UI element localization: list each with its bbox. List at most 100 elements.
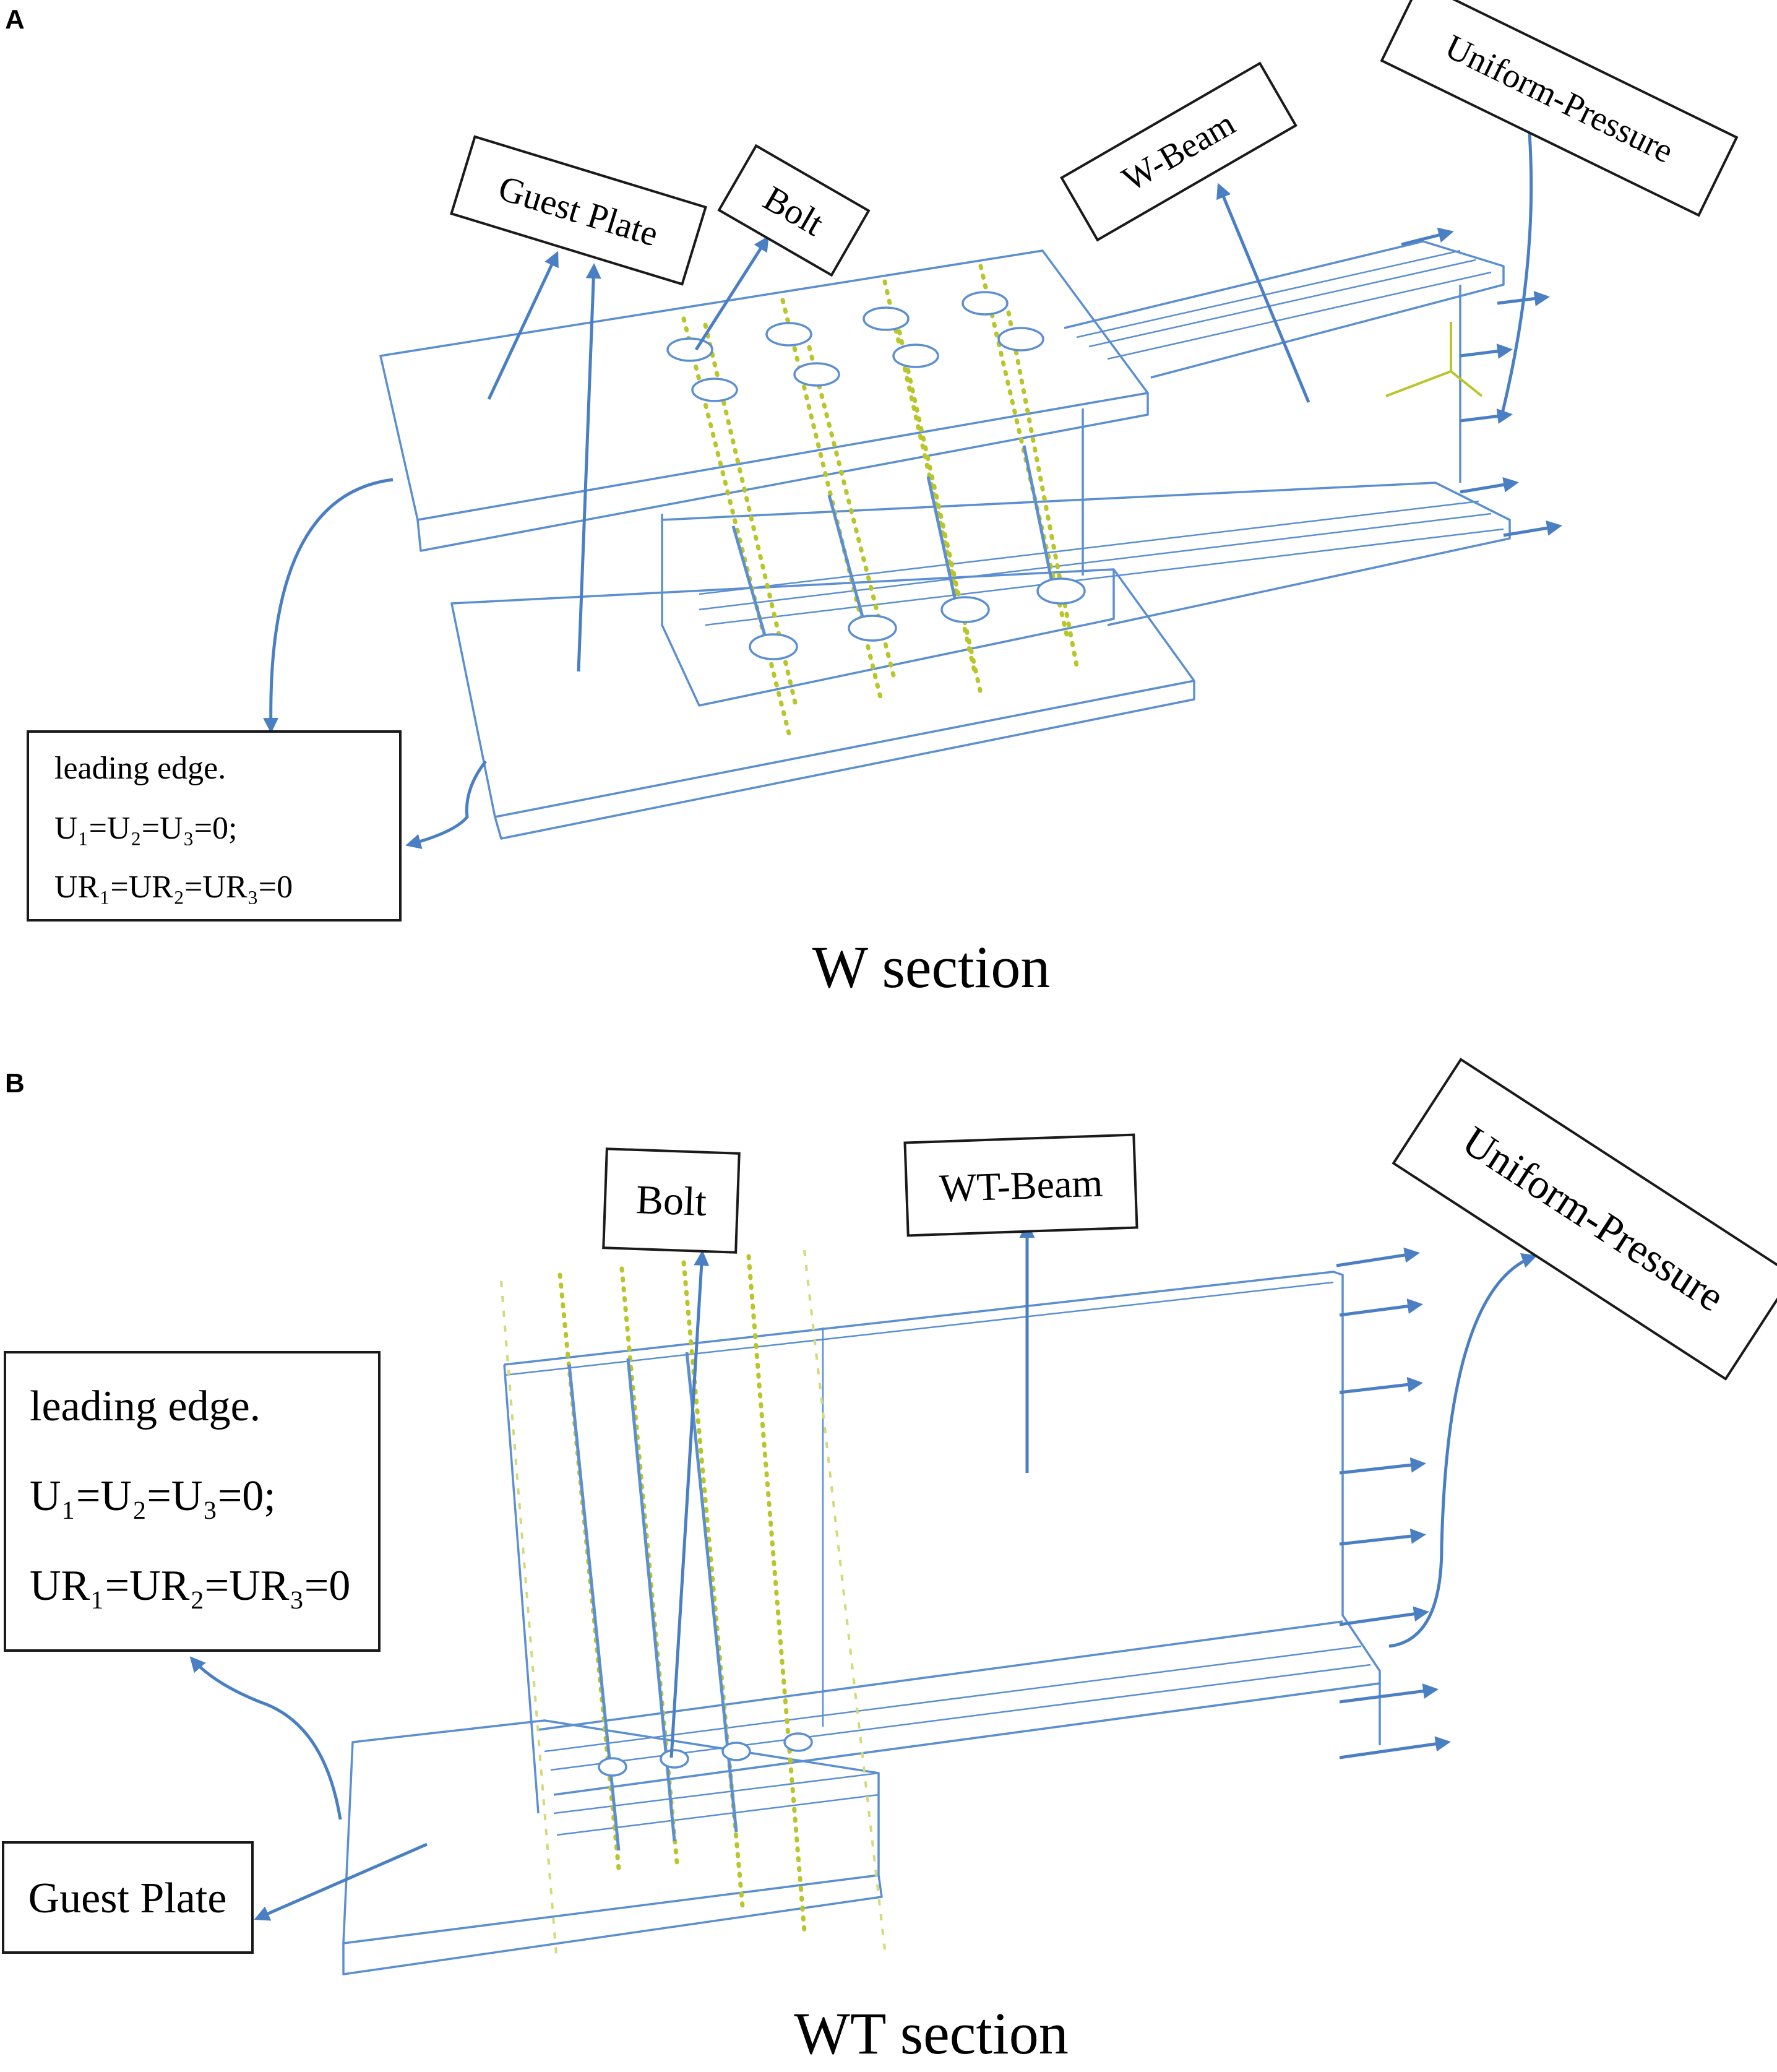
bolt-head — [1036, 577, 1086, 605]
boundary-condition-box-a: leading edge. U₁=U₂=U₃=0; UR₁=UR₂=UR₃=0 — [27, 730, 402, 922]
pressure-arrow — [1339, 1457, 1426, 1475]
label-w-beam-a: W-Beam — [1060, 61, 1297, 242]
arrow-leading-edge-top — [263, 478, 394, 733]
svg-text:U₁=U₂=U₃=0;: U₁=U₂=U₃=0; — [54, 811, 237, 846]
wt-beam-web-outline — [504, 1271, 1381, 1745]
bolt-shank — [626, 1358, 676, 1842]
svg-text:UR₁=UR₂=UR₃=0: UR₁=UR₂=UR₃=0 — [30, 1562, 350, 1610]
wt-bolt-heads — [598, 1732, 813, 1777]
bolt-axis — [1006, 310, 1079, 668]
bolt-head — [666, 337, 713, 362]
label-wt-beam-b: WT-Beam — [903, 1133, 1138, 1237]
arrow-guest-plate-lower — [577, 263, 601, 672]
wt-flange-line — [538, 1620, 1343, 1731]
wt-flange-line — [553, 1682, 1380, 1796]
bolt-head — [749, 633, 798, 660]
bolt-head — [598, 1757, 627, 1777]
arrow-uniform-pressure-b — [1388, 1253, 1538, 1648]
pressure-arrows-b — [1336, 1247, 1451, 1759]
bolt-heads-lower — [749, 577, 1086, 660]
bolt-shank — [731, 525, 769, 644]
label-guest-plate-a: Guest Plate — [450, 135, 707, 286]
label-uniform-pressure-a: Uniform-Pressure — [1380, 0, 1739, 217]
bolt-head — [997, 327, 1044, 352]
wt-flange-line — [556, 1794, 879, 1836]
w-beam-connection-block — [661, 514, 1115, 707]
bolt-shank — [827, 494, 865, 619]
arrow-leading-edge-bottom — [405, 760, 487, 849]
arrow-leading-edge-b — [189, 1656, 342, 1820]
bolt-head — [793, 362, 840, 387]
bolt-head — [691, 378, 738, 402]
bolt-head — [848, 615, 897, 642]
lower-guest-plate — [450, 568, 1195, 818]
panel-a: A — [5, 0, 1739, 1000]
bolt-shank — [1022, 445, 1054, 582]
w-beam-flange-line — [1088, 259, 1476, 348]
bolt-head — [940, 596, 990, 623]
pressure-arrow — [1339, 1298, 1423, 1317]
lower-guest-plate-edge — [494, 681, 1195, 840]
w-beam-flange-line — [699, 512, 1492, 611]
axis-x — [1450, 370, 1483, 397]
pressure-arrow — [1339, 1376, 1423, 1394]
axis-z — [1385, 370, 1452, 397]
bolt-head — [721, 1742, 751, 1761]
wt-bolt-axes — [500, 1250, 886, 1962]
w-beam-top-flange — [1064, 240, 1505, 379]
bolt-shank — [685, 1352, 738, 1832]
bolt-shank — [926, 476, 958, 604]
pressure-arrow — [1339, 1606, 1429, 1626]
w-beam-model — [379, 227, 1562, 840]
pressure-arrow — [1503, 520, 1562, 537]
upper-guest-plate-edge — [416, 393, 1149, 552]
bolt-head — [783, 1732, 813, 1752]
bolt-axis — [619, 1266, 680, 1871]
pressure-arrows-a — [1401, 227, 1562, 537]
w-beam-flange-line — [705, 528, 1504, 626]
w-beam-flange-line — [1076, 249, 1461, 339]
arrow-bolt-b — [669, 1250, 710, 1758]
bolt-head — [892, 343, 939, 368]
svg-text:UR₁=UR₂=UR₃=0: UR₁=UR₂=UR₃=0 — [54, 870, 293, 905]
bolt-shank — [567, 1364, 621, 1851]
bolt-axis — [746, 1254, 807, 1933]
panel-b-letter: B — [5, 1068, 25, 1099]
wt-beam-left-edge — [503, 1364, 540, 1814]
svg-text:U₁=U₂=U₃=0;: U₁=U₂=U₃=0; — [30, 1472, 276, 1520]
caption-w-section: W section — [812, 934, 1051, 1000]
bolt-axis-faint — [500, 1280, 558, 1962]
caption-wt-section: WT section — [794, 2000, 1068, 2066]
bolt-head — [660, 1749, 689, 1769]
panel-b: B — [2, 1058, 1777, 2066]
w-beam-flange-line — [699, 500, 1479, 595]
bolt-head — [863, 306, 910, 331]
arrow-uniform-pressure — [1499, 114, 1538, 421]
svg-text:Guest Plate: Guest Plate — [28, 1875, 227, 1922]
wt-flange-line — [553, 1772, 879, 1815]
pressure-arrow — [1460, 343, 1513, 359]
panel-a-letter: A — [5, 4, 25, 35]
boundary-condition-box-b: leading edge. U₁=U₂=U₃=0; UR₁=UR₂=UR₃=0 — [4, 1351, 381, 1652]
wt-beam-model — [342, 1247, 1451, 1975]
label-bolt-a: Bolt — [717, 144, 871, 277]
bolt-head — [962, 291, 1009, 316]
pressure-arrow — [1339, 1528, 1426, 1546]
pressure-arrow — [1401, 227, 1454, 246]
svg-text:leading edge.: leading edge. — [54, 751, 226, 786]
arrow-bolt — [694, 235, 769, 351]
label-bolt-b: Bolt — [602, 1147, 741, 1254]
wt-flange-line — [544, 1645, 1362, 1753]
bolt-heads-upper — [666, 291, 1044, 402]
pressure-arrow — [1460, 477, 1519, 494]
svg-text:leading edge.: leading edge. — [30, 1383, 260, 1430]
arrow-guest-plate-b — [254, 1842, 428, 1921]
wt-guest-plate-edge — [342, 1875, 883, 1975]
wt-beam-top-line — [504, 1281, 1334, 1376]
svg-text:WT-Beam: WT-Beam — [939, 1160, 1104, 1210]
svg-text:Bolt: Bolt — [635, 1177, 707, 1225]
label-uniform-pressure-b: Uniform-Pressure — [1392, 1058, 1777, 1381]
pressure-arrow — [1339, 1683, 1439, 1704]
wt-guest-plate — [342, 1719, 880, 1945]
